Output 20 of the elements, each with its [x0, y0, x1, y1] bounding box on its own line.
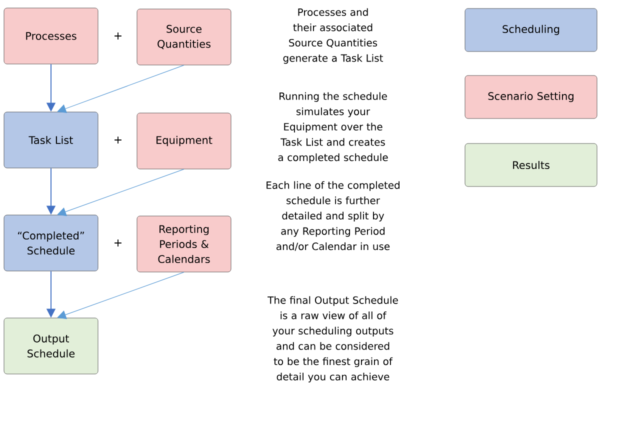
description-text: Each line of the completed schedule is further detailed and split by any Reporting Period and/or Calendar in use — [266, 181, 400, 251]
plus-sign: + — [114, 32, 122, 40]
process-box: Source Quantities — [136, 8, 232, 66]
arrow — [57, 272, 184, 320]
process-box: Task List — [4, 112, 98, 168]
legend-box: Results — [464, 143, 598, 187]
plus-sign: + — [114, 136, 122, 144]
arrow — [57, 168, 184, 216]
process-box: Processes — [4, 8, 98, 64]
process-box: Reporting Periods & Calendars — [136, 216, 232, 272]
process-box: Equipment — [136, 112, 232, 170]
description-text: Running the schedule simulates your Equipment over the Task List and creates a completed schedule — [278, 92, 388, 164]
legend-box: Scenario Setting — [464, 75, 598, 119]
process-box: “Completed” Schedule — [4, 214, 98, 272]
description-text: Processes and their associated Source Quantities generate a Task List — [283, 8, 383, 64]
description-text: The final Output Schedule is a raw view of all of your scheduling outputs and can be considered to be the finest grain of detail you can achieve — [268, 296, 398, 382]
arrow — [57, 64, 184, 113]
plus-sign: + — [114, 240, 122, 246]
process-box: Output Schedule — [4, 318, 98, 374]
legend-box: Scheduling — [464, 8, 598, 52]
